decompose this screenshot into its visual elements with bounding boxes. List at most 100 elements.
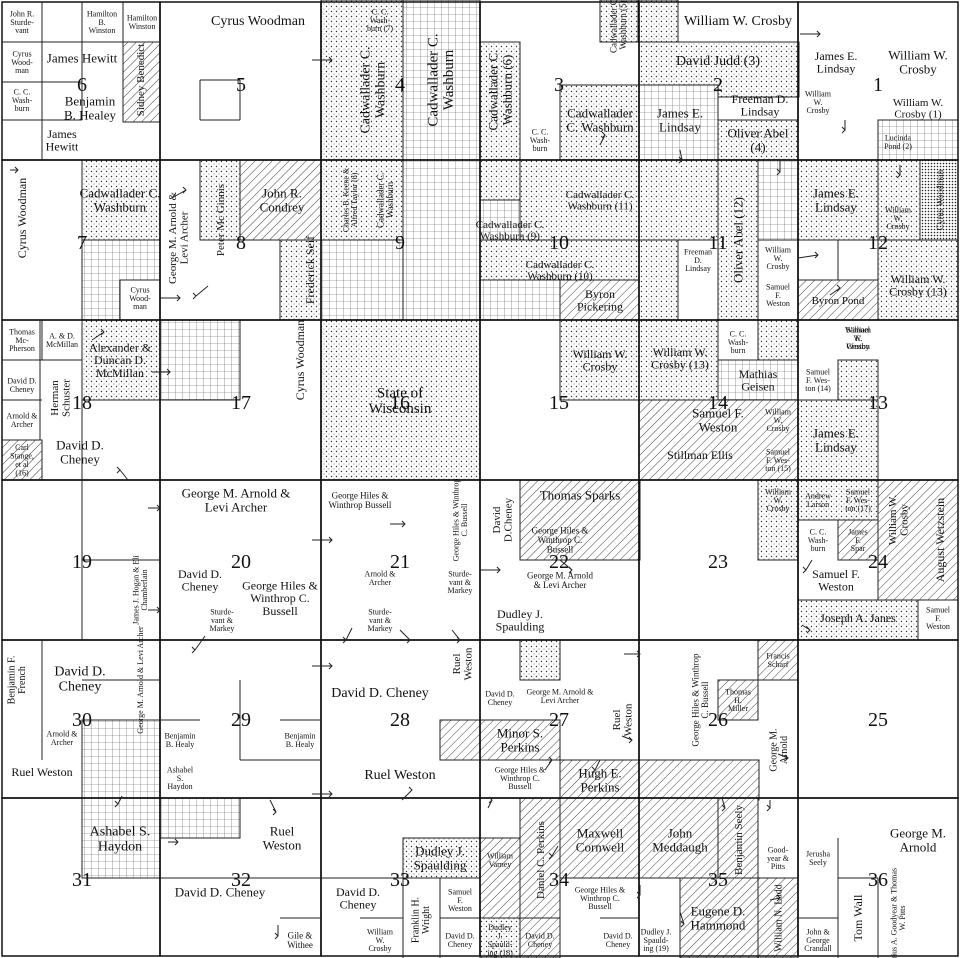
direction-arrow-icon bbox=[312, 662, 333, 670]
owner-label: George M.Arnold bbox=[768, 728, 790, 771]
parcel-10 bbox=[877, 119, 959, 161]
owner-name-text: French bbox=[17, 666, 28, 694]
parcel-23 bbox=[479, 199, 521, 241]
owner-name-text: W. bbox=[854, 334, 863, 343]
direction-arrow-icon bbox=[896, 165, 901, 179]
owner-name-text: Lindsay bbox=[815, 199, 857, 214]
parcel-50 bbox=[797, 479, 879, 521]
owner-name-text: Larson bbox=[807, 500, 829, 509]
owner-name-text: F. bbox=[935, 614, 941, 623]
direction-arrow-icon bbox=[621, 735, 633, 744]
owner-name-text: B. Healy bbox=[286, 740, 314, 749]
owner-name-text: Ruel bbox=[451, 654, 463, 675]
owner-name-text: Bussell bbox=[508, 782, 532, 791]
owner-name-text: Lindsay bbox=[741, 105, 780, 119]
section-number: 21 bbox=[390, 551, 410, 573]
owner-label: William W.Crosby bbox=[888, 48, 947, 77]
owner-label: David D. Cheney bbox=[331, 686, 429, 701]
owner-name-text: Crosby bbox=[899, 504, 911, 536]
owner-name-text: Wash- bbox=[808, 536, 829, 545]
owner-name-text: Carl bbox=[15, 443, 30, 452]
owner-name-text: Byron Pond bbox=[812, 295, 865, 307]
owner-name-text: Daniel C. Perkins bbox=[535, 821, 547, 899]
owner-name-text: Sidney Benedict bbox=[135, 44, 147, 116]
owner-name-text: Hamilton bbox=[87, 9, 117, 18]
owner-label: James E.Lindsay bbox=[815, 49, 858, 76]
owner-name-text: Levi Archer bbox=[205, 499, 268, 514]
direction-arrow-icon bbox=[800, 30, 821, 38]
direction-arrow-icon bbox=[312, 790, 333, 798]
direction-arrow-icon bbox=[797, 251, 819, 259]
parcel-56 bbox=[717, 679, 759, 721]
owner-name-text: F. bbox=[855, 536, 861, 545]
parcel-21 bbox=[479, 159, 521, 201]
owner-name-text: George Hiles & Winthrop bbox=[690, 653, 700, 747]
owner-label: William W.Crosby bbox=[887, 495, 911, 546]
owner-name-text: Crosby bbox=[806, 106, 829, 115]
owner-name-text: George M. bbox=[768, 728, 779, 771]
parcel-51 bbox=[837, 519, 879, 561]
owner-name-text: George Hiles & bbox=[495, 765, 546, 774]
owner-name-text: Cadwallader C. bbox=[359, 46, 374, 133]
owner-label: George Hiles &Winthrop C.Bussell bbox=[242, 579, 318, 618]
owner-label: Cyrus Woodman bbox=[15, 178, 29, 258]
owner-name-text: Charles B. Keene & bbox=[342, 167, 351, 232]
owner-name-text: Crandall bbox=[804, 944, 832, 953]
owner-label: Stillman Ellis bbox=[667, 448, 733, 462]
owner-name-text: Samuel bbox=[766, 282, 791, 291]
owner-label: Benjamin F.French bbox=[6, 656, 28, 705]
owner-label: C. C.Wash-burn bbox=[12, 87, 33, 113]
owner-name-text: Thomas Sparks bbox=[540, 488, 621, 503]
owner-name-text: (16) bbox=[15, 468, 29, 477]
owner-name-text: Crosby bbox=[886, 222, 909, 231]
owner-name-text: David D. bbox=[485, 690, 514, 699]
owner-name-text: Peter Mc Ginnis bbox=[215, 184, 227, 256]
owner-name-text: Tom Wall bbox=[851, 894, 865, 942]
owner-name-text: James Hewitt bbox=[47, 51, 118, 66]
direction-arrow-icon bbox=[777, 753, 789, 762]
owner-label: David D.Cheney bbox=[603, 932, 632, 949]
direction-arrow-icon bbox=[776, 160, 781, 176]
section-number: 2 bbox=[713, 74, 723, 96]
owner-label: Freeman D.Lindsay bbox=[732, 92, 789, 119]
parcel-64 bbox=[479, 837, 521, 919]
owner-name-text: Dudley J. bbox=[641, 927, 672, 936]
owner-name-text: Cheney bbox=[60, 451, 100, 466]
parcel-1 bbox=[320, 0, 404, 161]
direction-arrow-icon bbox=[451, 629, 461, 644]
owner-name-text: State of bbox=[377, 385, 423, 401]
owner-name-text: Schuster bbox=[61, 379, 73, 417]
owner-name-text: Wash- bbox=[370, 16, 391, 25]
owner-name-text: Dudley J. bbox=[497, 607, 543, 621]
parcel-20 bbox=[320, 239, 404, 321]
parcel-22 bbox=[519, 159, 641, 241]
owner-name-text: George bbox=[806, 936, 830, 945]
owner-label: David D.Cheney bbox=[485, 690, 514, 707]
owner-name-text: Washburn bbox=[373, 62, 388, 118]
owner-name-text: Washburn (11) bbox=[568, 201, 633, 213]
owner-name-text: Ruel Weston bbox=[364, 768, 435, 783]
parcel-61 bbox=[81, 797, 161, 879]
owner-name-text: Cheney bbox=[340, 898, 377, 912]
owner-name-text: Mc- bbox=[15, 336, 29, 345]
owner-label: Charles B. Keene &Alfred Taylor (8) bbox=[342, 167, 359, 232]
owner-name-text: Winston bbox=[89, 26, 116, 35]
owner-label: George M. Arnold & Levi Archer bbox=[136, 626, 145, 734]
owner-name-text: Perkins bbox=[581, 779, 620, 794]
owner-name-text: Benjamin bbox=[65, 94, 116, 109]
owner-label: Cadwallader C.Washburn (6) bbox=[486, 50, 515, 131]
owner-name-text: James bbox=[47, 127, 77, 141]
owner-name-text: Bussell bbox=[547, 545, 574, 555]
section-number: 8 bbox=[236, 232, 246, 254]
direction-arrow-icon bbox=[829, 284, 841, 296]
owner-name-text: Cornwell bbox=[576, 839, 625, 854]
